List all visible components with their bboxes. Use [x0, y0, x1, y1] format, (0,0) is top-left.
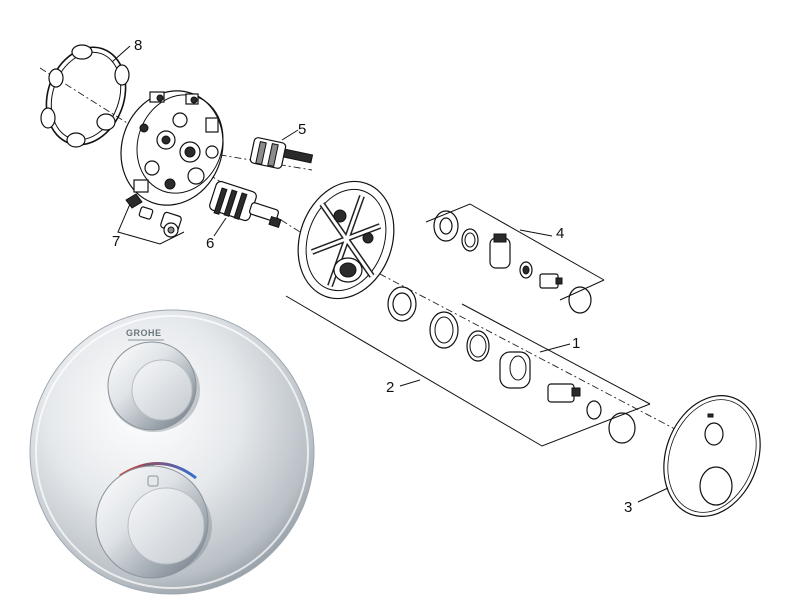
backing-plate	[297, 180, 395, 300]
bracket-1-top	[461, 303, 651, 405]
callout-7: 7	[112, 233, 120, 250]
callout-6: 6	[206, 235, 214, 252]
handle-kit-part-2	[387, 286, 490, 362]
callout-4: 4	[556, 225, 564, 242]
gasket-lug	[48, 68, 64, 88]
gasket-lug	[114, 64, 130, 86]
bracket-4-top	[425, 203, 605, 281]
leader-8	[111, 45, 131, 63]
check-valve-part-7	[125, 193, 182, 238]
leader-3	[637, 487, 669, 503]
leader-5	[281, 129, 299, 141]
cartridge-part-5	[249, 137, 314, 169]
handle-kit-part-4	[433, 210, 592, 314]
gasket-lug	[40, 107, 56, 129]
leader-4	[519, 229, 553, 237]
leader-6	[213, 217, 227, 237]
bracket-4-side	[559, 279, 605, 301]
gasket-lug	[66, 132, 86, 148]
callout-2: 2	[386, 379, 394, 396]
gasket-lug	[71, 44, 93, 60]
callout-1: 1	[572, 335, 580, 352]
thermostatic-cartridge-part-6	[209, 180, 282, 228]
leader-2	[399, 379, 421, 387]
bracket-7	[117, 203, 185, 245]
bracket-2	[285, 295, 651, 447]
product-photo: GROHE 38	[29, 309, 315, 595]
callout-3: 3	[624, 499, 632, 516]
handle-kit-part-1	[499, 351, 636, 444]
callout-5: 5	[298, 121, 306, 138]
valve-body	[120, 90, 224, 206]
escutcheon-part-3	[663, 395, 761, 517]
gasket-ring-part-8	[40, 44, 130, 148]
leader-1	[539, 343, 571, 353]
safety-stop-button	[147, 475, 159, 487]
assembly-axis-lower	[299, 231, 693, 439]
gasket-lug	[96, 113, 116, 131]
brand-logo: GROHE	[126, 328, 162, 338]
callout-8: 8	[134, 37, 142, 54]
